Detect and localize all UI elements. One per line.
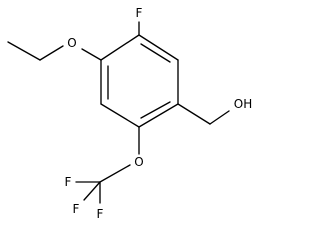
ring-bond: [138, 103, 179, 128]
ring-bond: [100, 34, 140, 61]
ch2-ch3-bond: [7, 41, 41, 61]
c-o-bond: [81, 48, 102, 61]
cf3-fluorine-bottom-label: F: [97, 207, 104, 221]
c-f-bond: [83, 181, 101, 201]
hydroxyl-label: OH: [234, 97, 252, 111]
ring-bond: [100, 103, 140, 128]
cf3-fluorine-top-label: F: [65, 175, 72, 189]
ch2-oh-bond: [209, 110, 230, 125]
c-ch2-bond: [177, 103, 211, 125]
ring-double-bond: [140, 101, 171, 119]
ring-bond: [138, 34, 179, 61]
ring-double-bond: [140, 43, 171, 63]
o-c-bond: [99, 164, 131, 183]
cf3-fluorine-left-label: F: [73, 202, 80, 216]
ether-oxygen-label: O: [134, 155, 143, 169]
fluorine-atom-label: F: [136, 6, 143, 20]
o-ch2-bond: [39, 45, 64, 61]
ethoxy-oxygen-label: O: [67, 36, 76, 50]
chemical-structure-diagram: F O OH O F F F: [7, 6, 252, 221]
